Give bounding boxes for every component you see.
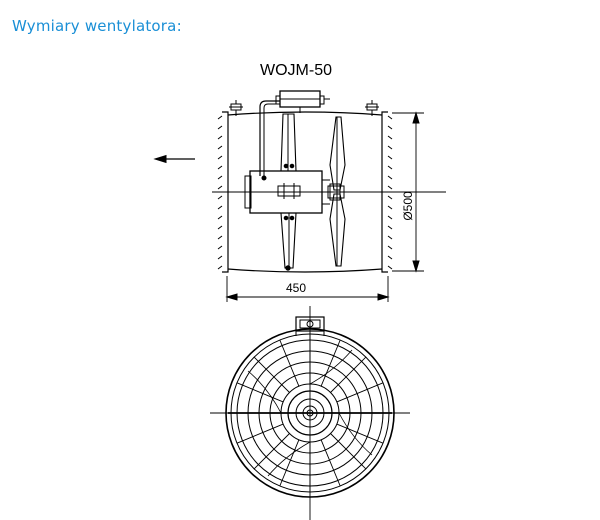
cable-conduit — [259, 100, 280, 176]
impeller-blade — [327, 116, 346, 267]
casing-bottom-wall — [227, 268, 383, 273]
diameter-label: Ø500 — [401, 191, 415, 221]
length-dimension — [225, 276, 390, 302]
casing-top-wall — [227, 111, 383, 116]
section-heading: Wymiary wentylatora: — [12, 17, 182, 35]
diameter-dimension — [392, 111, 424, 273]
fan-model-title: WOJM-50 — [260, 62, 332, 79]
front-view — [210, 306, 410, 520]
length-label: 450 — [286, 281, 306, 295]
mount-bolt-right — [365, 100, 379, 116]
impeller-blades-front — [247, 349, 373, 477]
airflow-arrow-icon — [153, 154, 195, 164]
terminal-box — [275, 90, 330, 113]
mount-bolt-left — [229, 100, 243, 116]
motor-support-arm — [280, 113, 297, 271]
side-view — [212, 90, 446, 273]
